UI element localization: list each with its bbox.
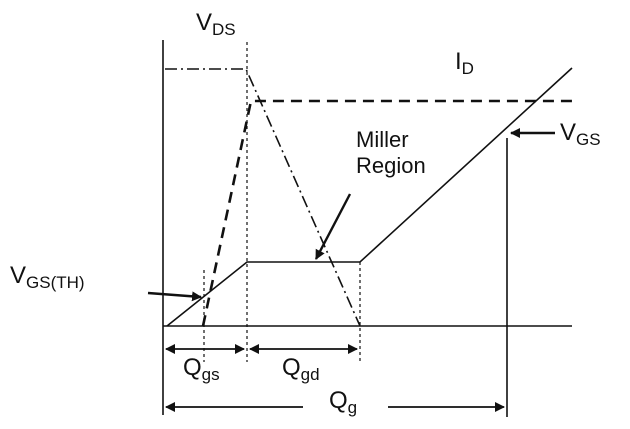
vgs-curve — [166, 67, 573, 327]
label-qg: Qg — [329, 387, 358, 417]
label-qgd: Qgd — [282, 354, 320, 384]
label-vgs: VGS — [560, 119, 601, 149]
label-qgs: Qgs — [183, 354, 220, 384]
id-curve — [201, 99, 572, 327]
label-vgs-th: VGS(TH) — [10, 262, 85, 292]
label-id: ID — [455, 48, 474, 78]
vds-curve — [165, 68, 361, 327]
miller-pointer-arrow — [314, 193, 352, 260]
vgs-th-pointer-arrow — [147, 291, 202, 302]
miller-line-2: Region — [356, 153, 426, 179]
miller-line-1: Miller — [356, 127, 409, 152]
label-vds: VDS — [196, 9, 236, 39]
label-miller-region: Miller Region — [356, 127, 426, 180]
